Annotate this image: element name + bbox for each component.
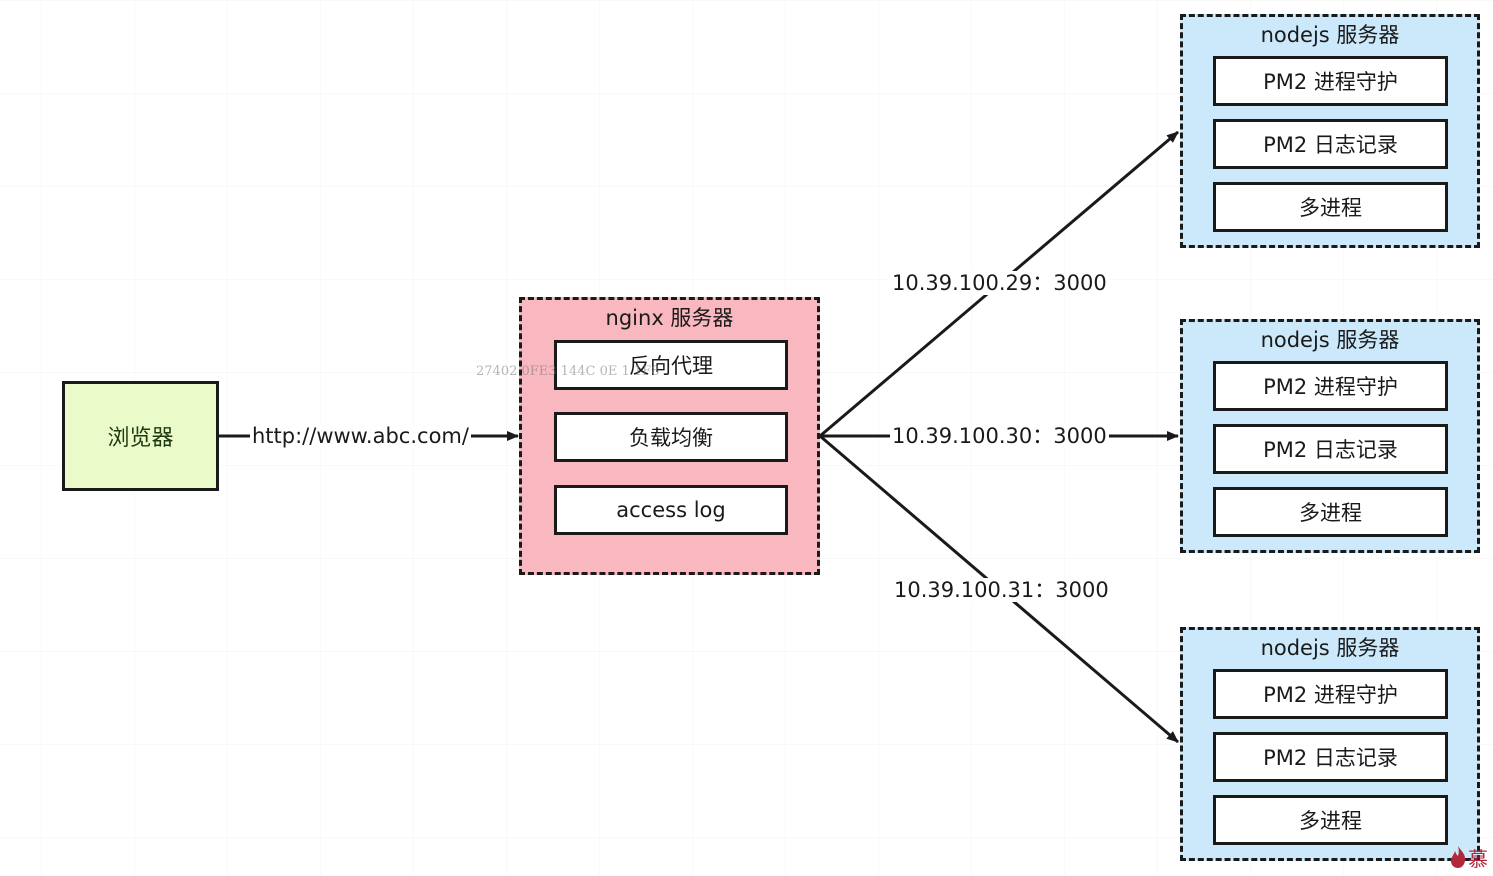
nodejs-item-pm2-daemon[interactable]: PM2 进程守护 (1213, 669, 1448, 719)
upstream-label-3: 10.39.100.31：3000 (892, 578, 1111, 602)
nginx-item-load-balancing[interactable]: 负载均衡 (554, 412, 788, 462)
upstream-label-1: 10.39.100.29：3000 (890, 271, 1109, 295)
request-url-label: http://www.abc.com/ (250, 424, 471, 448)
browser-label: 浏览器 (107, 426, 174, 451)
nginx-title: nginx 服务器 (605, 306, 734, 330)
logo-glyph: 慕 (1468, 846, 1488, 871)
nodejs-item-pm2-logging[interactable]: PM2 日志记录 (1213, 424, 1448, 474)
nginx-item-access-log[interactable]: access log (554, 485, 788, 535)
browser-node[interactable]: 浏览器 (62, 381, 219, 491)
nodejs-item-pm2-daemon[interactable]: PM2 进程守护 (1213, 361, 1448, 411)
nodejs-title: nodejs 服务器 (1260, 23, 1400, 47)
nodejs-item-pm2-daemon[interactable]: PM2 进程守护 (1213, 56, 1448, 106)
brand-logo: 慕 (1449, 842, 1493, 872)
watermark-text: 27402 0FE3 144C 0E 1 1F8 (476, 364, 660, 379)
nodejs-server-group-2[interactable]: nodejs 服务器 PM2 进程守护 PM2 日志记录 多进程 (1180, 319, 1480, 553)
nodejs-item-multi-process[interactable]: 多进程 (1213, 487, 1448, 537)
upstream-label-2: 10.39.100.30：3000 (890, 424, 1109, 448)
nodejs-server-group-1[interactable]: nodejs 服务器 PM2 进程守护 PM2 日志记录 多进程 (1180, 14, 1480, 248)
nodejs-item-pm2-logging[interactable]: PM2 日志记录 (1213, 732, 1448, 782)
nginx-server-group[interactable]: nginx 服务器 反向代理 负载均衡 access log (519, 297, 820, 575)
nginx-item-reverse-proxy[interactable]: 反向代理 (554, 340, 788, 390)
nodejs-title: nodejs 服务器 (1260, 328, 1400, 352)
nodejs-item-multi-process[interactable]: 多进程 (1213, 182, 1448, 232)
nodejs-server-group-3[interactable]: nodejs 服务器 PM2 进程守护 PM2 日志记录 多进程 (1180, 627, 1480, 861)
nodejs-item-multi-process[interactable]: 多进程 (1213, 795, 1448, 845)
nodejs-item-pm2-logging[interactable]: PM2 日志记录 (1213, 119, 1448, 169)
nodejs-title: nodejs 服务器 (1260, 636, 1400, 660)
flame-icon (1451, 846, 1466, 868)
